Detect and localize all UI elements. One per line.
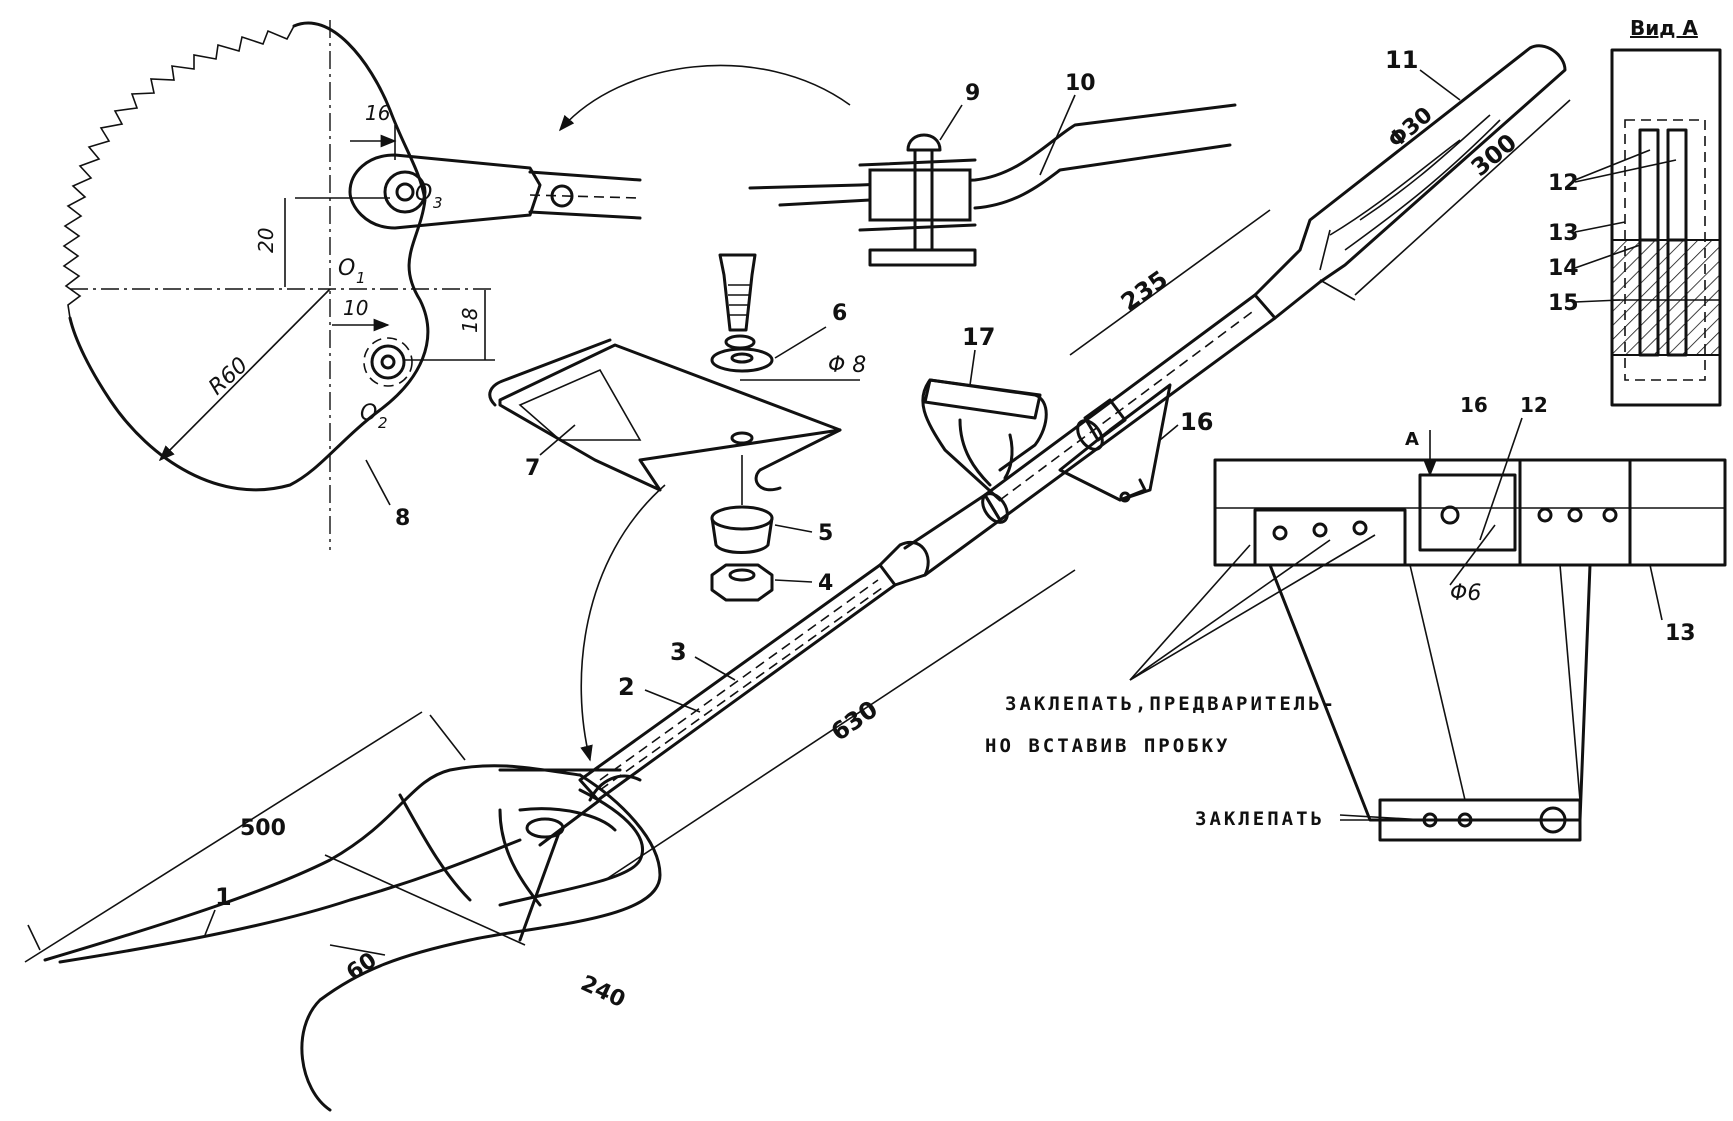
note-rivet-plug-2: НО ВСТАВИВ ПРОБКУ <box>985 735 1230 757</box>
part-label-4: 4 <box>818 571 833 596</box>
label-o3: O <box>415 181 432 206</box>
rake-handle-assembly: 500 60 240 630 235 300 Φ30 1 2 3 11 16 1… <box>24 44 1571 1112</box>
bolt-head-9 <box>906 133 942 152</box>
pivot-o3 <box>383 170 427 214</box>
sector-teeth-edge <box>62 25 295 319</box>
wood-handle-11 <box>1253 44 1567 320</box>
view-label-13: 13 <box>1548 221 1579 246</box>
part-label-7: 7 <box>525 456 540 481</box>
note-rivet-plug-1: ЗАКЛЕПАТЬ,ПРЕДВАРИТЕЛЬ- <box>1005 693 1337 715</box>
dim-20: 20 <box>254 228 278 253</box>
screw <box>718 253 757 332</box>
lever-arm <box>348 153 542 230</box>
view-label-14: 14 <box>1548 256 1579 281</box>
part-label-5: 5 <box>818 521 833 546</box>
view-arrow-a: А <box>1405 429 1419 450</box>
cutter-sector-detail: 16 20 10 18 R60 O 1 O 2 O 3 8 <box>62 20 642 550</box>
part-label-10: 10 <box>1065 71 1096 96</box>
dim-235: 235 <box>1116 265 1173 317</box>
curved-arrow-middle <box>580 484 666 762</box>
part-label-6: 6 <box>832 301 847 326</box>
curved-arrow-top <box>558 64 851 132</box>
nut-5 <box>710 516 774 554</box>
d-grip-17 <box>921 378 1048 502</box>
dim-10: 10 <box>343 296 368 320</box>
svg-text:3: 3 <box>433 194 443 212</box>
part-label-9: 9 <box>965 81 980 106</box>
part-label-1: 1 <box>215 883 232 911</box>
arm-rivet <box>550 184 574 208</box>
fork-head-1 <box>43 764 582 962</box>
dim-phi6: Φ6 <box>1450 581 1481 606</box>
view-a-detail: Вид А 12 13 14 15 <box>1548 16 1722 407</box>
svg-text:2: 2 <box>378 414 388 432</box>
note-rivet: ЗАКЛЕПАТЬ <box>1195 808 1325 830</box>
fastener-stack: 6 Φ 8 7 5 4 <box>488 253 866 602</box>
bracket-label-12: 12 <box>1520 393 1548 417</box>
dim-phi8: Φ 8 <box>828 353 866 378</box>
bracket-detail: А 16 12 Φ6 13 ЗАКЛЕПАТЬ,ПРЕДВАРИТЕЛЬ- НО… <box>985 393 1727 842</box>
dim-500: 500 <box>240 816 286 841</box>
nut-4 <box>710 563 774 602</box>
part-label-11: 11 <box>1385 46 1418 74</box>
view-label-15: 15 <box>1548 291 1579 316</box>
pivot-o2 <box>370 344 406 380</box>
dim-300: 300 <box>1466 128 1522 182</box>
view-label-12: 12 <box>1548 171 1579 196</box>
dim-phi30: Φ30 <box>1384 103 1438 154</box>
plug-section <box>1611 239 1721 356</box>
sector-outline <box>68 21 430 492</box>
washer-6 <box>710 347 774 373</box>
part-label-8: 8 <box>395 506 410 531</box>
dim-16: 16 <box>365 101 390 125</box>
part-label-16: 16 <box>1180 408 1213 436</box>
bracket-label-13: 13 <box>1665 621 1696 646</box>
dim-240: 240 <box>577 971 629 1013</box>
dim-r60: R60 <box>204 353 253 401</box>
radius-r60 <box>158 288 331 462</box>
bracket-16 <box>1058 383 1172 502</box>
part-label-3: 3 <box>670 638 687 666</box>
bracket-label-16: 16 <box>1460 393 1488 417</box>
dim-18: 18 <box>458 308 482 333</box>
plate-7 <box>498 343 842 492</box>
part-label-17: 17 <box>962 323 995 351</box>
label-o2: O <box>360 401 377 426</box>
pole-upper <box>983 293 1277 522</box>
svg-text:1: 1 <box>356 269 366 287</box>
view-a-title: Вид А <box>1630 16 1698 40</box>
part-label-2: 2 <box>618 673 635 701</box>
hinge-detail: 9 10 <box>748 71 1237 267</box>
label-o1: O <box>338 256 355 281</box>
